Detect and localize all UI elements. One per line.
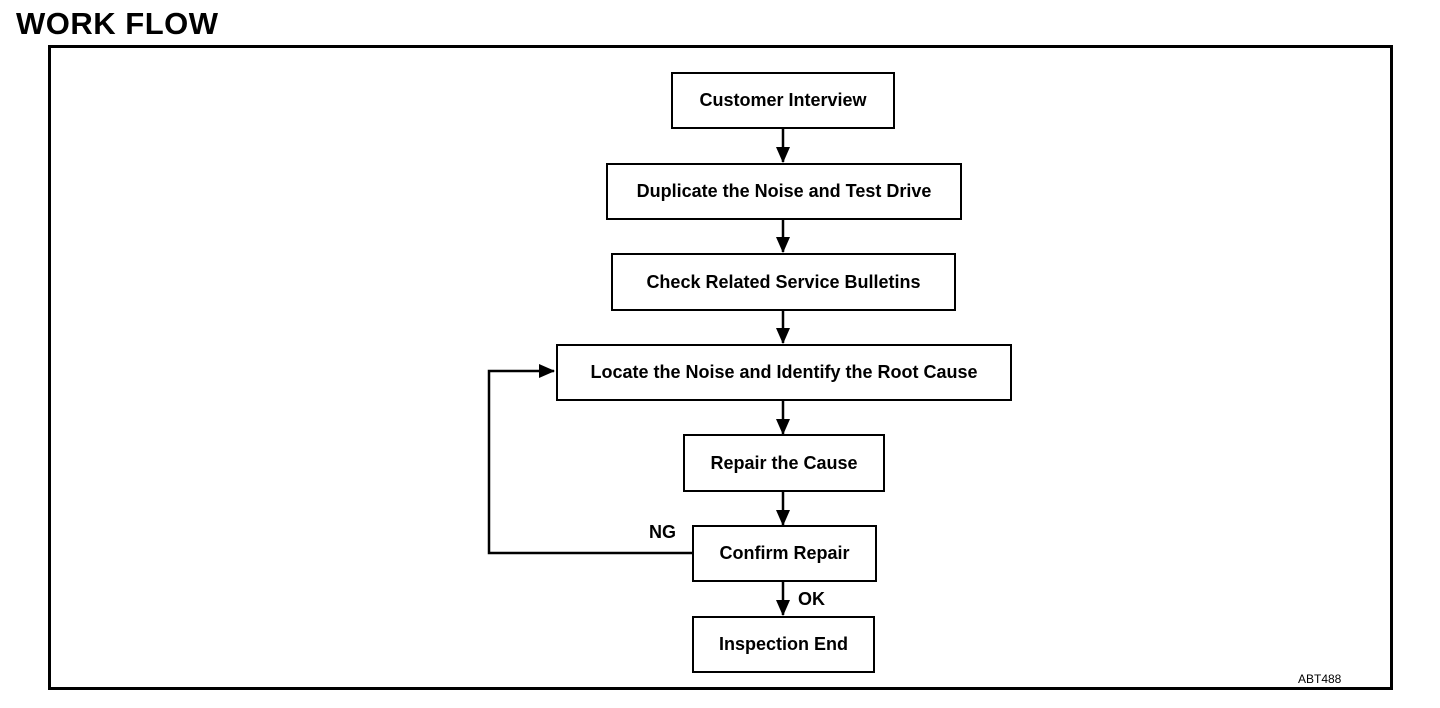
step-repair-cause: Repair the Cause [683,434,885,492]
step-customer-interview: Customer Interview [671,72,895,129]
step-check-bulletins: Check Related Service Bulletins [611,253,956,311]
page-title: WORK FLOW [16,6,219,41]
step-duplicate-noise: Duplicate the Noise and Test Drive [606,163,962,220]
step-locate-noise: Locate the Noise and Identify the Root C… [556,344,1012,401]
ng-label: NG [649,522,676,542]
step-inspection-end: Inspection End [692,616,875,673]
ok-label: OK [798,589,825,609]
step-confirm-repair: Confirm Repair [692,525,877,582]
figure-code: ABT488 [1298,672,1342,686]
diagram-frame [48,45,1393,690]
arrow-confirm-ng-loop [487,364,692,555]
